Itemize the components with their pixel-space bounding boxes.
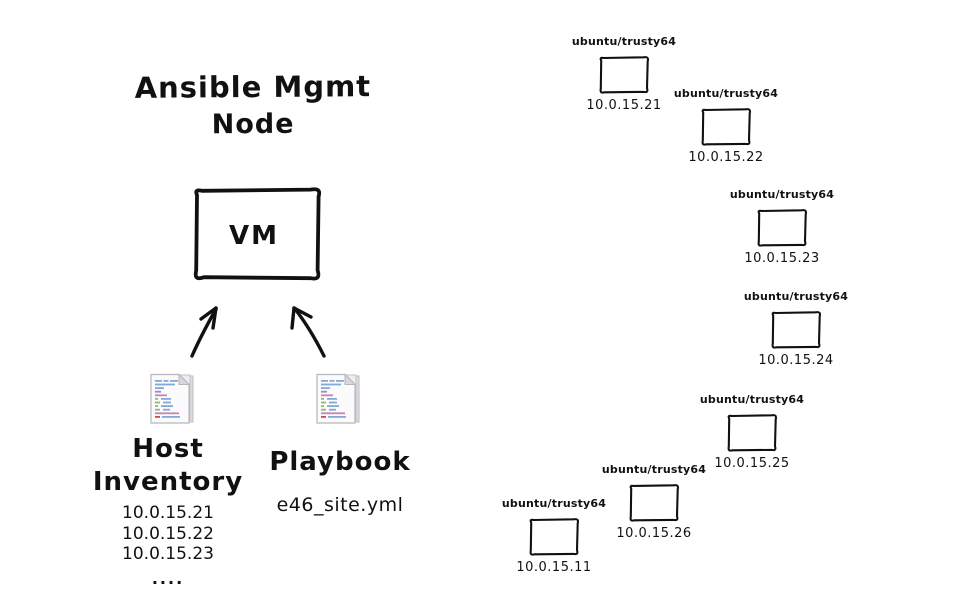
node-ip-label: 10.0.15.24 bbox=[758, 353, 834, 368]
node-os-label: ubuntu/trusty64 bbox=[699, 393, 805, 406]
node-ip-label: 10.0.15.23 bbox=[744, 251, 820, 266]
host-inventory-ip: 10.0.15.22 bbox=[122, 523, 214, 544]
node-box-outline bbox=[727, 414, 778, 452]
title-line-1: Ansible Mgmt bbox=[134, 69, 372, 105]
node-box-outline bbox=[757, 209, 808, 247]
arrow-playbook-to-vm bbox=[288, 298, 328, 360]
vm-node: ubuntu/trusty64 10.0.15.22 bbox=[664, 87, 788, 165]
vm-node: ubuntu/trusty64 10.0.15.11 bbox=[492, 497, 616, 575]
node-os-label: ubuntu/trusty64 bbox=[571, 35, 677, 48]
node-ip-label: 10.0.15.21 bbox=[586, 98, 662, 113]
node-box-outline bbox=[599, 56, 650, 94]
vm-node: ubuntu/trusty64 10.0.15.24 bbox=[734, 290, 858, 368]
vm-node: ubuntu/trusty64 10.0.15.25 bbox=[690, 393, 814, 471]
host-inventory-block: Host Inventory 10.0.15.21 10.0.15.22 10.… bbox=[83, 433, 253, 587]
node-os-label: ubuntu/trusty64 bbox=[601, 463, 707, 476]
host-inventory-ip: 10.0.15.23 bbox=[122, 544, 214, 564]
vm-node: ubuntu/trusty64 10.0.15.26 bbox=[592, 463, 716, 541]
node-ip-label: 10.0.15.26 bbox=[616, 526, 692, 541]
vm-node: ubuntu/trusty64 10.0.15.23 bbox=[720, 188, 844, 266]
node-os-label: ubuntu/trusty64 bbox=[729, 188, 835, 201]
playbook-file-icon bbox=[315, 373, 361, 429]
node-box-outline bbox=[771, 311, 822, 349]
node-ip-label: 10.0.15.11 bbox=[516, 560, 592, 575]
host-inventory-label-line-1: Host bbox=[132, 434, 204, 464]
node-os-label: ubuntu/trusty64 bbox=[501, 497, 607, 510]
node-ip-label: 10.0.15.22 bbox=[688, 150, 764, 165]
node-os-label: ubuntu/trusty64 bbox=[743, 290, 849, 303]
diagram-title: Ansible Mgmt Node bbox=[103, 69, 403, 141]
title-line-2: Node bbox=[211, 108, 295, 141]
host-inventory-file-icon bbox=[149, 373, 195, 429]
node-box-outline bbox=[629, 484, 680, 522]
playbook-label: Playbook bbox=[269, 447, 411, 477]
playbook-filename: e46_site.yml bbox=[276, 494, 404, 516]
node-box-outline bbox=[529, 518, 580, 556]
node-os-label: ubuntu/trusty64 bbox=[673, 87, 779, 100]
arrow-host-inventory-to-vm bbox=[188, 298, 224, 360]
node-ip-label: 10.0.15.25 bbox=[714, 456, 790, 471]
playbook-block: Playbook e46_site.yml bbox=[262, 447, 418, 516]
host-inventory-ip: 10.0.15.21 bbox=[122, 503, 214, 523]
host-inventory-ellipsis: .... bbox=[151, 568, 185, 588]
node-box-outline bbox=[701, 108, 752, 146]
host-inventory-label-line-2: Inventory bbox=[92, 467, 244, 497]
vm-box-outline bbox=[193, 187, 322, 281]
vm-label: VM bbox=[229, 220, 279, 251]
vm-node: ubuntu/trusty64 10.0.15.21 bbox=[562, 35, 686, 113]
vm-box: VM bbox=[190, 186, 324, 285]
host-inventory-ip-list: 10.0.15.21 10.0.15.22 10.0.15.23 bbox=[83, 503, 253, 565]
